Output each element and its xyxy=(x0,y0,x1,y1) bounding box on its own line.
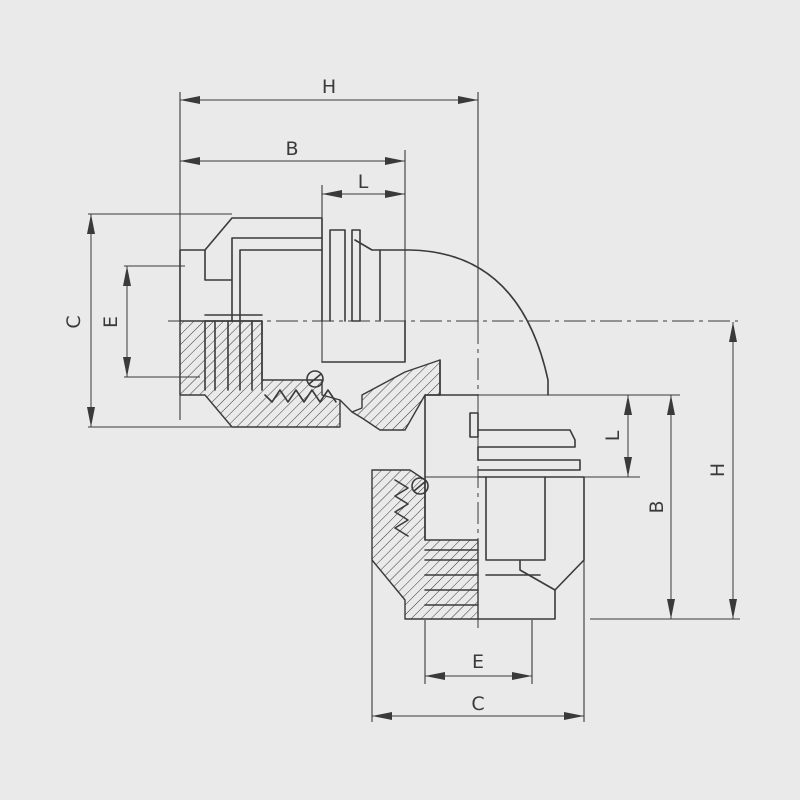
dimension-lines xyxy=(87,96,737,720)
label-c-left: C xyxy=(63,315,85,328)
label-e-bottom: E xyxy=(472,651,484,673)
label-c-bottom: C xyxy=(471,693,484,715)
label-e-left: E xyxy=(100,316,122,328)
label-l-top: L xyxy=(358,171,369,193)
label-b-right: B xyxy=(646,500,668,513)
bottom-branch xyxy=(371,394,585,620)
elbow-curve xyxy=(379,249,549,396)
label-l-right: L xyxy=(602,430,624,441)
label-b-top: B xyxy=(285,138,298,160)
label-h-right: H xyxy=(707,463,729,477)
dimension-labels: H B L C E H B L E C xyxy=(63,76,729,715)
label-h-top: H xyxy=(322,76,336,98)
